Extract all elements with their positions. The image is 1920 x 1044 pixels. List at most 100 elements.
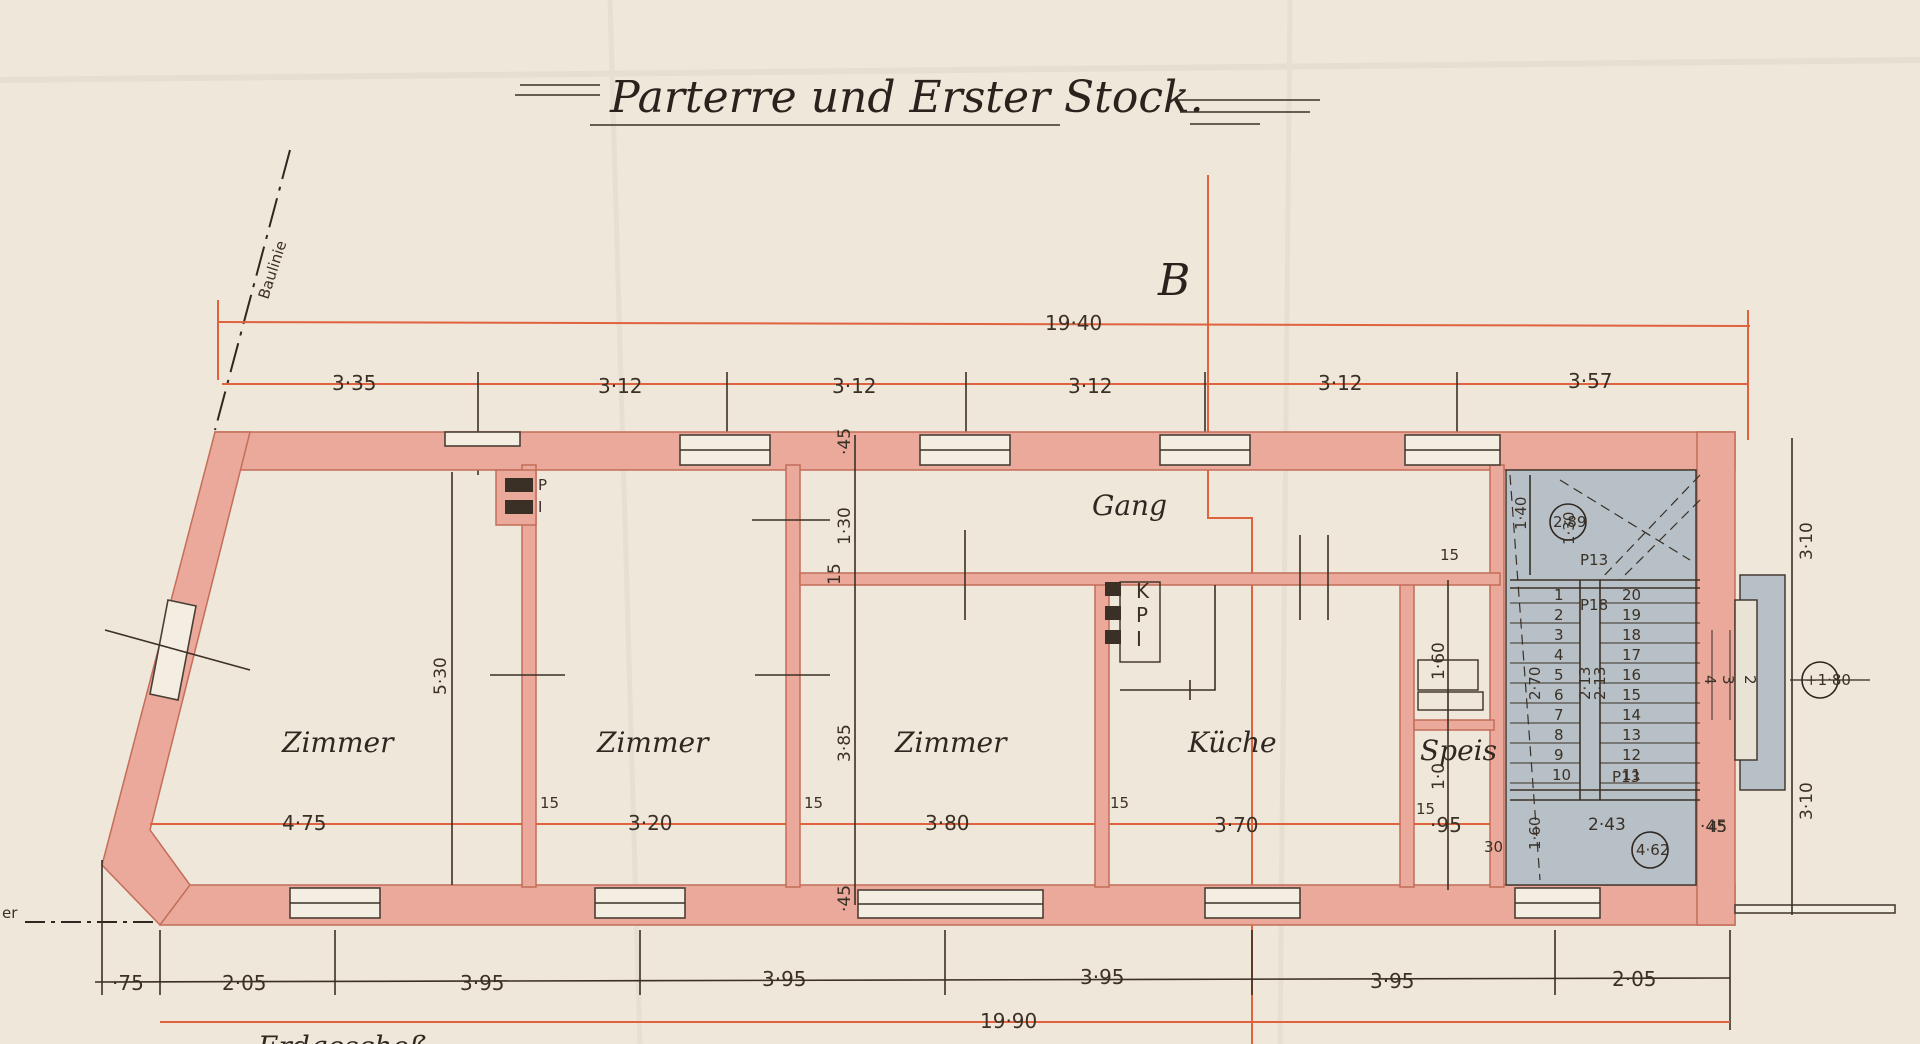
stair-step-20: 20 — [1622, 586, 1641, 604]
stair-step-13: 13 — [1622, 726, 1641, 744]
vdim-right-top: 3·10 — [1797, 522, 1817, 560]
stair-step-7: 7 — [1554, 706, 1564, 724]
stair-misc-45: ·45 — [1700, 817, 1727, 837]
wall-thk-3: 15 — [1110, 794, 1129, 812]
room-kueche: Küche — [1187, 726, 1277, 759]
inner-width-1: 4·75 — [282, 811, 327, 835]
vdim-partition: 15 — [825, 563, 845, 585]
porch-step-3: 3 — [1719, 675, 1737, 685]
stair-misc-p13b: P13 — [1612, 768, 1640, 786]
stair-step-16: 16 — [1622, 666, 1641, 684]
stair-step-15: 15 — [1622, 686, 1641, 704]
stair-step-2: 2 — [1554, 606, 1564, 624]
wall-thk-2: 15 — [804, 794, 823, 812]
stair-step-1: 1 — [1554, 586, 1564, 604]
top-seg-6: 3·57 — [1568, 369, 1613, 393]
level-mark-1: 2·89 — [1553, 513, 1586, 531]
room-gang: Gang — [1092, 489, 1167, 522]
windows-bottom — [289, 887, 1896, 919]
baulinie: Baulinie — [214, 149, 291, 431]
vdim-stair-b: 1·30 — [1560, 512, 1578, 545]
bottom-segment-dimensions: ·75 2·05 3·95 3·95 3·95 3·95 2·05 — [94, 860, 1731, 1030]
room-zimmer-1: Zimmer — [281, 726, 395, 759]
inner-width-5: ·95 — [1430, 813, 1462, 837]
section-axis: B — [1157, 175, 1253, 1044]
vertical-dimensions: 5·30 ·45 1·30 15 3·85 ·45 1·60 1·0 3·10 … — [431, 428, 1817, 915]
left-edge-mark: er — [2, 904, 160, 923]
bottom-seg-2: 2·05 — [222, 971, 267, 995]
stair-step-5: 5 — [1554, 666, 1564, 684]
vdim-bottom: ·45 — [835, 885, 855, 912]
plan-title: Parterre und Erster Stock. — [609, 72, 1204, 123]
window-left — [104, 599, 251, 701]
inner-width-3: 3·80 — [925, 811, 970, 835]
vdim-zimmer1: 5·30 — [431, 657, 451, 695]
top-seg-2: 3·12 — [598, 374, 643, 398]
stair-step-11: 11 — [1622, 766, 1641, 784]
vdim-stair-c: 2·70 — [1526, 667, 1544, 700]
wall-thk-6: 30 — [1484, 838, 1503, 856]
stair-misc-243: 2·43 — [1588, 815, 1626, 835]
room-zimmer-3: Zimmer — [894, 726, 1008, 759]
level-mark-2: +1·80 — [1805, 671, 1851, 689]
bottom-partial-label: Erdgeschoß — [257, 1030, 428, 1044]
stair-misc-p13a: P13 — [1580, 551, 1608, 569]
inner-width-dimensions: 4·75 3·20 3·80 3·70 ·95 15 15 15 15 15 3… — [150, 546, 1727, 856]
inner-width-2: 3·20 — [628, 811, 673, 835]
section-axis-label: B — [1157, 255, 1190, 306]
wall-thk-5: 15 — [1440, 546, 1459, 564]
bottom-seg-7: 2·05 — [1612, 967, 1657, 991]
vdim-right-bottom: 3·10 — [1797, 782, 1817, 820]
vdim-stair-d: 1·60 — [1526, 817, 1544, 850]
vdim-gang-height: 1·30 — [835, 507, 855, 545]
bottom-seg-3: 3·95 — [460, 971, 505, 995]
stair-step-10: 10 — [1552, 766, 1571, 784]
level-mark-3: 4·62 — [1636, 841, 1669, 859]
stair-numbers-left: 1 2 3 4 5 6 7 8 9 10 — [1552, 586, 1571, 784]
axis-ticks — [490, 519, 1329, 700]
stair-step-19: 19 — [1622, 606, 1641, 624]
chimney-flues: P I K P I — [505, 476, 1216, 691]
stair-treads — [1510, 602, 1700, 784]
stair-step-17: 17 — [1622, 646, 1641, 664]
stair-hall: 1 2 3 4 5 6 7 8 9 10 20 19 18 17 16 15 1… — [1505, 469, 1870, 886]
vdim-stair-e: 2·13 — [1576, 667, 1594, 700]
stair-step-18: 18 — [1622, 626, 1641, 644]
vdim-zimmer3: 3·85 — [835, 724, 855, 762]
vdim-stair-f: 2·13 — [1591, 667, 1609, 700]
wall-thk-1: 15 — [540, 794, 559, 812]
stair-step-12: 12 — [1622, 746, 1641, 764]
stair-step-8: 8 — [1554, 726, 1564, 744]
top-total-dimension: 19·40 — [217, 300, 1751, 440]
top-segment-dimensions: 3·35 3·12 3·12 3·12 3·12 3·57 — [222, 369, 1748, 475]
stair-step-4: 4 — [1554, 646, 1564, 664]
speis-fixtures: Speis — [1417, 659, 1497, 767]
bottom-total-label: 19·90 — [980, 1009, 1037, 1033]
flue-label-p2: P — [1136, 603, 1148, 627]
flue-label-i1: I — [538, 498, 542, 516]
inner-width-4: 3·70 — [1214, 813, 1259, 837]
room-labels: Zimmer Zimmer Zimmer Küche Gang — [281, 489, 1277, 759]
baulinie-label: Baulinie — [255, 238, 291, 301]
bottom-total-dimension: 19·90 Erdgeschoß — [160, 1009, 1730, 1044]
left-edge-label: er — [2, 904, 18, 922]
porch-step-2: 2 — [1741, 675, 1759, 685]
vdim-gang-top: ·45 — [835, 428, 855, 455]
top-seg-4: 3·12 — [1068, 374, 1113, 398]
speis-label: Speis — [1420, 734, 1497, 767]
stair-misc-p18: P18 — [1580, 596, 1608, 614]
bottom-seg-5: 3·95 — [1080, 965, 1125, 989]
stair-step-3: 3 — [1554, 626, 1564, 644]
stair-numbers-right: 20 19 18 17 16 15 14 13 12 11 — [1622, 586, 1641, 784]
porch-step-4: 4 — [1701, 675, 1719, 685]
bottom-seg-1: ·75 — [112, 971, 144, 995]
top-seg-1: 3·35 — [332, 371, 377, 395]
flue-label-p1: P — [538, 476, 547, 494]
porch-steps: 4 3 2 — [1701, 630, 1759, 720]
stair-step-14: 14 — [1622, 706, 1641, 724]
bottom-seg-4: 3·95 — [762, 967, 807, 991]
room-zimmer-2: Zimmer — [596, 726, 710, 759]
title-block: Parterre und Erster Stock. — [515, 72, 1320, 126]
